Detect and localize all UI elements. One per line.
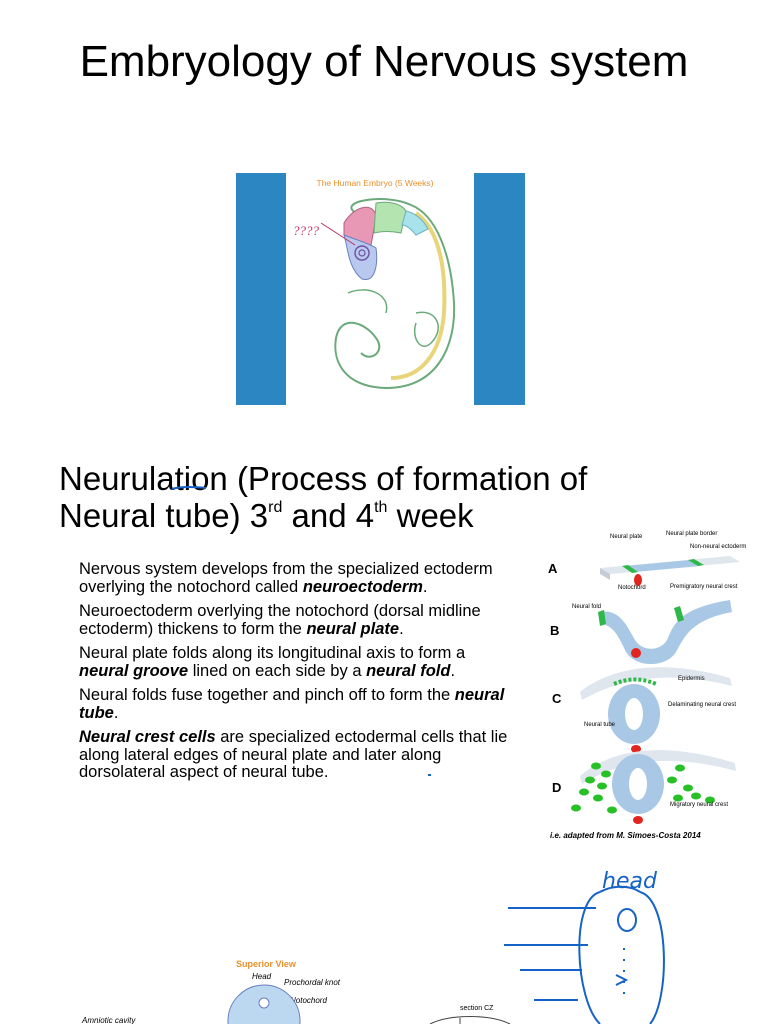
figure-credit: i.e. adapted from M. Simoes-Costa 2014 <box>550 831 701 840</box>
bullet-list: Nervous system develops from the special… <box>79 560 519 789</box>
handwritten-head-label: head <box>602 869 658 894</box>
neurulation-figure: A Neural plate Neural plate border Non-n… <box>540 528 762 848</box>
svg-text:Non-neural ectoderm: Non-neural ectoderm <box>690 544 746 550</box>
embryo-caption: The Human Embryo (5 Weeks) <box>317 178 434 188</box>
superior-view-figure: Superior View Head Prochordal knot Notoc… <box>72 955 352 1024</box>
left-blue-bar <box>236 173 286 405</box>
svg-text:Neural tube: Neural tube <box>584 722 616 728</box>
right-blue-bar <box>474 173 525 405</box>
svg-text:Head: Head <box>252 972 272 981</box>
embryo-figure: The Human Embryo (5 Weeks) ???? <box>236 173 525 405</box>
svg-text:Delaminating neural crest: Delaminating neural crest <box>668 702 736 708</box>
section-heading: Neurulation (Process of formation of Neu… <box>59 460 588 534</box>
neurulation-illustration: A Neural plate Neural plate border Non-n… <box>548 531 746 840</box>
bullet-item: Nervous system develops from the special… <box>79 560 493 596</box>
svg-text:Neural plate border: Neural plate border <box>666 531 717 537</box>
svg-text:Prochordal knot: Prochordal knot <box>284 978 341 987</box>
svg-text:Notochord: Notochord <box>618 585 646 591</box>
svg-text:Superior View: Superior View <box>236 959 297 969</box>
svg-text:Neural fold: Neural fold <box>572 604 601 610</box>
svg-text:Amniotic cavity: Amniotic cavity <box>81 1016 136 1024</box>
bullet-item: Neural crest cells are specialized ectod… <box>79 728 508 781</box>
svg-text:Neural plate: Neural plate <box>610 534 643 540</box>
svg-text:Notochord: Notochord <box>290 996 327 1005</box>
panel-label: A <box>548 561 558 576</box>
bullet-item: Neural folds fuse together and pinch off… <box>79 686 505 722</box>
bullet-item: Neural plate folds along its longitudina… <box>79 644 466 680</box>
svg-text:Migratory neural crest: Migratory neural crest <box>670 802 728 808</box>
panel-label: C <box>552 691 562 706</box>
svg-text:Premigratory neural crest: Premigratory neural crest <box>670 584 738 590</box>
question-label: ???? <box>293 223 320 238</box>
bullet-item: Neuroectoderm overlying the notochord (d… <box>79 602 481 638</box>
panel-label: B <box>550 623 559 638</box>
panel-label: D <box>552 780 561 795</box>
page-title: Embryology of Nervous system <box>79 37 689 86</box>
svg-text:section CZ: section CZ <box>460 1005 494 1012</box>
svg-text:Epidermis: Epidermis <box>678 676 705 682</box>
section-figure: section CZ <box>420 998 530 1024</box>
embryo-illustration: The Human Embryo (5 Weeks) ???? <box>236 173 525 405</box>
